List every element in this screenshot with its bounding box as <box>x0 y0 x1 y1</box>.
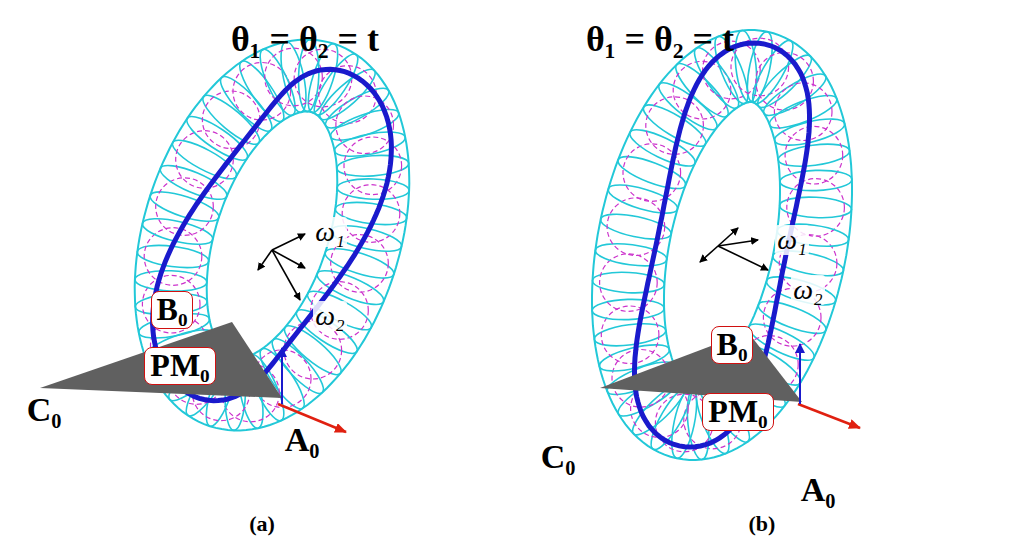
torus-ring <box>214 71 278 137</box>
axis-label: ω₂ <box>313 301 347 332</box>
torus-ring <box>592 271 665 295</box>
torus-ring <box>670 57 735 123</box>
subfigure-caption: (a) <box>249 512 275 536</box>
point-label-box: B₀ <box>711 326 754 363</box>
torus-outline <box>664 102 780 388</box>
formula-label: θ₁ = θ₂ = t <box>231 20 379 60</box>
axis-label: ω₁ <box>313 217 347 248</box>
workspace-circle <box>311 282 369 340</box>
torus-a <box>135 39 410 430</box>
torus-outline <box>592 30 852 460</box>
platform-triangle <box>40 322 282 398</box>
point-label: A₀ <box>801 471 836 508</box>
torus-outline <box>135 40 410 431</box>
platform-triangle <box>600 332 802 402</box>
point-label: A₀ <box>285 421 320 458</box>
point-label: B₀ <box>717 327 748 362</box>
rotation-axes <box>700 228 768 270</box>
torus-ring <box>759 67 831 122</box>
point-label-box: PM₀ <box>144 347 215 384</box>
point-label: C₀ <box>541 438 576 475</box>
point-label: PM₀ <box>708 394 767 429</box>
torus-ring <box>615 150 689 195</box>
point-label: B₀ <box>157 292 188 327</box>
torus-ring <box>766 89 840 134</box>
formula-label: θ₁ = θ₂ = t <box>586 20 734 60</box>
torus-ring <box>336 153 409 178</box>
rotation-axes <box>258 234 305 300</box>
torus-ring <box>592 298 665 320</box>
workspace-circle <box>673 61 731 119</box>
workspace-circle <box>342 185 400 243</box>
torus-ring <box>182 110 253 167</box>
point-label-box: B₀ <box>151 291 194 328</box>
torus-ring <box>303 285 376 337</box>
workspace-circle <box>142 275 200 333</box>
point-label: C₀ <box>27 391 62 428</box>
axis-label: ω₁ <box>775 225 809 256</box>
point-label: PM₀ <box>150 348 209 383</box>
z-axis-arrow <box>799 344 801 404</box>
torus-b <box>592 29 852 460</box>
workspace-circle <box>336 96 394 154</box>
torus-ring <box>779 195 852 219</box>
workspace-circle <box>176 131 234 189</box>
subfigure-caption: (b) <box>749 512 776 536</box>
z-axis-arrow <box>281 348 283 404</box>
workspace-circle <box>202 91 260 149</box>
workspace-circle <box>601 306 659 364</box>
x-axis-arrow <box>798 404 860 428</box>
workspace-circle <box>785 126 843 184</box>
torus-ring <box>780 169 853 191</box>
torus-ring <box>157 159 231 206</box>
torus-ring <box>593 320 667 349</box>
axis-label: ω₂ <box>791 275 825 306</box>
torus-ring <box>777 141 851 170</box>
workspace-circle <box>144 228 202 286</box>
point-label-box: PM₀ <box>702 393 773 430</box>
